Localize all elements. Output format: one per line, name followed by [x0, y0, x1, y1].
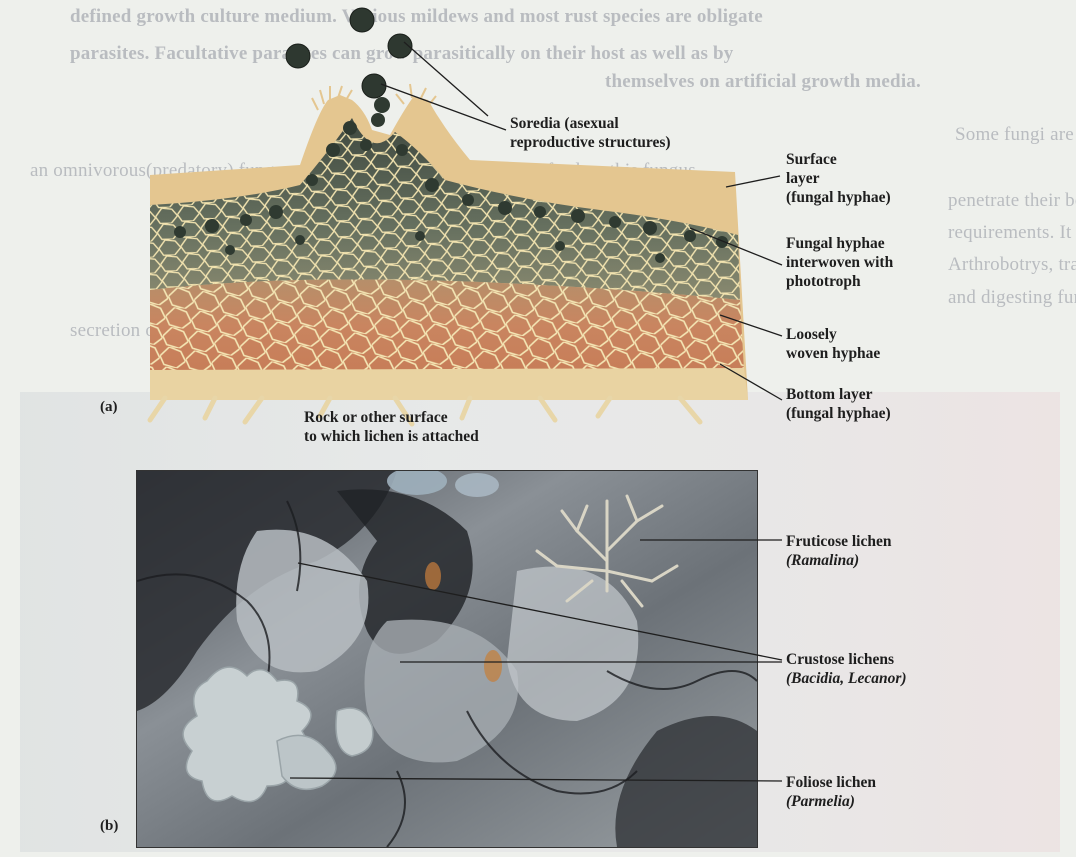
label-foliose-name: Foliose lichen [786, 773, 876, 792]
lichen-photograph [136, 470, 758, 848]
label-foliose-genus: (Parmelia) [786, 792, 876, 811]
label-fungal-hyphae: Fungal hyphae interwoven with phototroph [786, 234, 893, 291]
label-soredia-line1: Soredia (asexual [510, 114, 671, 133]
label-rock-line1: Rock or other surface [304, 408, 479, 427]
label-bottom-line1: Bottom layer [786, 385, 891, 404]
label-fruticose-name: Fruticose lichen [786, 532, 891, 551]
label-crustose-name: Crustose lichens [786, 650, 907, 669]
label-fruticose-genus: (Ramalina) [786, 551, 891, 570]
label-surface-layer: Surface layer (fungal hyphae) [786, 150, 891, 207]
label-bottom-layer: Bottom layer (fungal hyphae) [786, 385, 891, 423]
lichen-cross-section [0, 0, 1076, 470]
label-crustose-genus: (Bacidia, Lecanor) [786, 669, 907, 688]
label-soredia: Soredia (asexual reproductive structures… [510, 114, 671, 152]
panel-label-b: (b) [100, 818, 118, 835]
label-loosely-line1: Loosely [786, 325, 880, 344]
label-foliose: Foliose lichen (Parmelia) [786, 773, 876, 811]
label-surface-line3: (fungal hyphae) [786, 188, 891, 207]
label-bottom-line2: (fungal hyphae) [786, 404, 891, 423]
label-crustose: Crustose lichens (Bacidia, Lecanor) [786, 650, 907, 688]
label-surface-line1: Surface [786, 150, 891, 169]
label-loosely-woven: Loosely woven hyphae [786, 325, 880, 363]
lichen-photo-drawing [137, 471, 757, 847]
label-surface-line2: layer [786, 169, 891, 188]
label-fungal-line2: interwoven with [786, 253, 893, 272]
label-fungal-line1: Fungal hyphae [786, 234, 893, 253]
label-fungal-line3: phototroph [786, 272, 893, 291]
label-fruticose: Fruticose lichen (Ramalina) [786, 532, 891, 570]
label-rock-line2: to which lichen is attached [304, 427, 479, 446]
label-loosely-line2: woven hyphae [786, 344, 880, 363]
label-soredia-line2: reproductive structures) [510, 133, 671, 152]
label-rock-surface: Rock or other surface to which lichen is… [304, 408, 479, 446]
soredia [286, 8, 412, 98]
bottom-layer [150, 368, 748, 400]
panel-label-a: (a) [100, 399, 118, 416]
